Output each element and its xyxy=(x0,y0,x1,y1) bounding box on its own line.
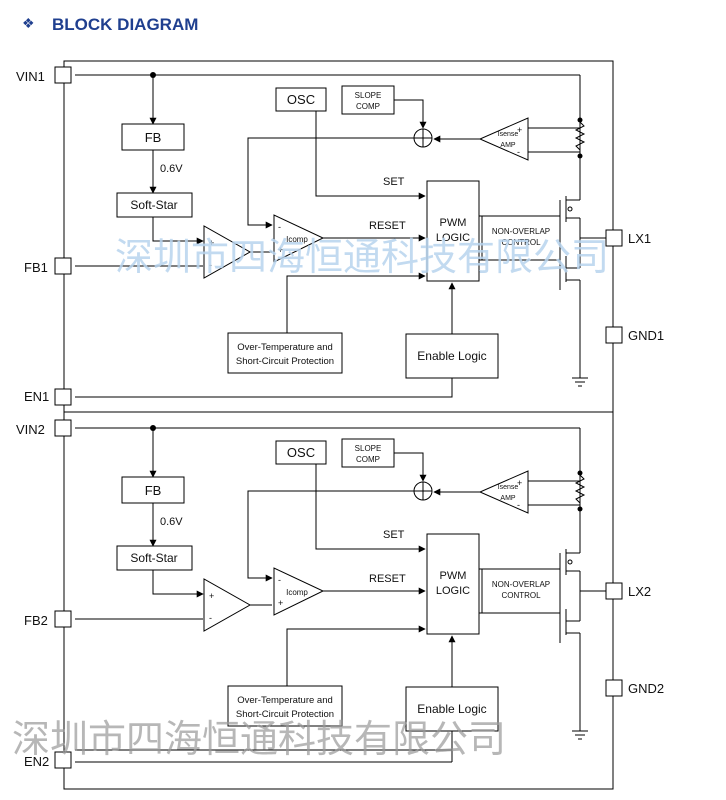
set-label: SET xyxy=(383,529,405,541)
slope-label: SLOPE xyxy=(355,444,382,453)
protect-label-1: Over-Temperature and xyxy=(237,695,333,706)
isense-label: Isense xyxy=(498,131,519,138)
svg-text:+: + xyxy=(278,598,283,608)
en2-label: EN2 xyxy=(24,754,49,769)
reset-label: RESET xyxy=(369,573,406,585)
fb2-pin xyxy=(54,610,72,628)
fb2-label: FB2 xyxy=(24,613,48,628)
vin1-label: VIN1 xyxy=(16,69,45,84)
gnd2-pin xyxy=(605,679,623,697)
comp-label: COMP xyxy=(356,102,380,111)
fb1-pin xyxy=(54,257,72,275)
lx2-label: LX2 xyxy=(628,584,651,599)
lx1-label: LX1 xyxy=(628,231,651,246)
protect-label-1: Over-Temperature and xyxy=(237,342,333,353)
pwm-label: PWM xyxy=(440,570,467,582)
reset-label: RESET xyxy=(369,220,406,232)
en1-label: EN1 xyxy=(24,389,49,404)
en1-pin xyxy=(54,388,72,406)
watermark-bottom: 深圳市四海恒通科技有限公司 xyxy=(12,717,506,761)
gnd1-label: GND1 xyxy=(628,328,664,343)
lx2-pin xyxy=(605,582,623,600)
fb-ref-label: FB xyxy=(145,130,162,145)
svg-text:-: - xyxy=(209,613,212,623)
enable-label: Enable Logic xyxy=(417,702,486,716)
svg-text:+: + xyxy=(517,125,522,135)
pwm-label: PWM xyxy=(440,217,467,229)
comp-label: COMP xyxy=(356,455,380,464)
svg-text:+: + xyxy=(517,478,522,488)
softstart-label: Soft-Star xyxy=(130,198,177,212)
watermark-top: 深圳市四海恒通科技有限公司 xyxy=(115,235,609,279)
ref-voltage-label: 0.6V xyxy=(160,163,183,175)
svg-text:-: - xyxy=(278,575,281,585)
diagram-title: BLOCK DIAGRAM xyxy=(52,15,198,34)
protect-label-2: Short-Circuit Protection xyxy=(236,356,334,367)
vin1-pin xyxy=(54,66,72,84)
fb-ref-label: FB xyxy=(145,483,162,498)
softstart-label: Soft-Star xyxy=(130,551,177,565)
icomp-label: Icomp xyxy=(286,235,308,244)
channel2-labels: VIN2 FB2 EN2 LX2 GND2 FB 0.6V Soft-Star … xyxy=(16,422,664,769)
channel1-labels: VIN1 FB1 EN1 LX1 GND1 FB 0.6V Soft-Star … xyxy=(16,69,664,404)
svg-text:-: - xyxy=(517,147,520,157)
control-label: CONTROL xyxy=(501,591,541,600)
enable-label: Enable Logic xyxy=(417,349,486,363)
logic-label: LOGIC xyxy=(436,232,470,244)
ref-voltage-label: 0.6V xyxy=(160,516,183,528)
vin2-label: VIN2 xyxy=(16,422,45,437)
svg-text:-: - xyxy=(517,500,520,510)
gnd2-label: GND2 xyxy=(628,681,664,696)
icomp-label: Icomp xyxy=(286,588,308,597)
nonoverlap-label: NON-OVERLAP xyxy=(492,580,550,589)
nonoverlap-label: NON-OVERLAP xyxy=(492,227,550,236)
slope-label: SLOPE xyxy=(355,91,382,100)
chip-outline xyxy=(63,60,614,790)
vin2-pin xyxy=(54,419,72,437)
svg-text:+: + xyxy=(278,245,283,255)
en2-pin xyxy=(54,751,72,769)
svg-text:-: - xyxy=(278,222,281,232)
svg-text:-: - xyxy=(209,260,212,270)
fb1-label: FB1 xyxy=(24,260,48,275)
gnd1-pin xyxy=(605,326,623,344)
logic-label: LOGIC xyxy=(436,585,470,597)
lx1-pin xyxy=(605,229,623,247)
title-bullet: ❖ xyxy=(22,15,35,31)
isense-amp-label: AMP xyxy=(500,142,516,149)
osc-label: OSC xyxy=(287,92,315,107)
isense-label: Isense xyxy=(498,484,519,491)
svg-text:+: + xyxy=(209,238,214,248)
protect-label-2: Short-Circuit Protection xyxy=(236,709,334,720)
svg-text:+: + xyxy=(209,591,214,601)
control-label: CONTROL xyxy=(501,238,541,247)
osc-label: OSC xyxy=(287,445,315,460)
isense-amp-label: AMP xyxy=(500,495,516,502)
set-label: SET xyxy=(383,176,405,188)
